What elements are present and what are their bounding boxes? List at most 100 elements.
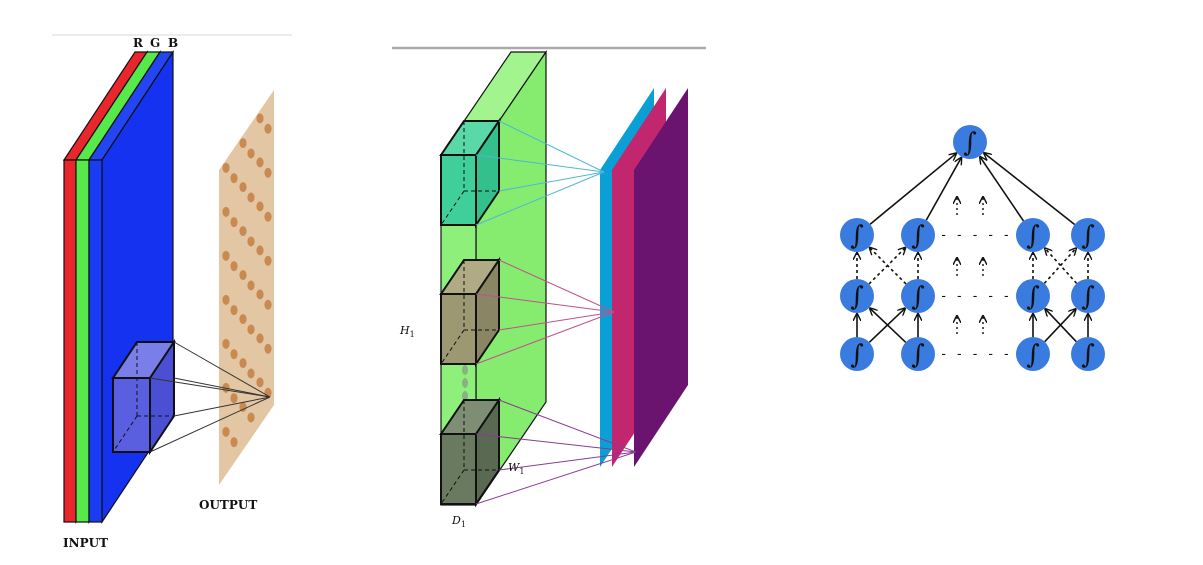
output-dot xyxy=(264,299,272,310)
output-dot xyxy=(264,255,272,266)
output-dot xyxy=(264,167,272,178)
projection-lines-magenta xyxy=(475,259,615,365)
neuron-node: ∫ xyxy=(953,125,987,159)
output-dot xyxy=(230,261,238,272)
output-dot xyxy=(222,294,230,305)
output-dot xyxy=(222,162,230,173)
height-label: H1 xyxy=(399,324,415,339)
output-dot xyxy=(247,236,255,247)
output-dot xyxy=(239,182,247,193)
network-ellipses: - - - - - - - - - - - - - - - xyxy=(940,197,1010,362)
sigmoid-symbol: ∫ xyxy=(963,128,977,158)
depth-label: D1 xyxy=(451,514,466,529)
network-nodes: ∫ ∫ ∫ ∫ ∫ ∫ ∫ ∫ ∫ ∫ ∫ ∫ ∫ xyxy=(840,125,1105,371)
network-connection xyxy=(870,248,907,285)
network-connection xyxy=(1043,248,1076,284)
filter-cube-middle xyxy=(439,256,501,368)
output-dot xyxy=(222,338,230,349)
neuron-node: ∫ xyxy=(840,218,874,252)
sigmoid-symbol: ∫ xyxy=(911,340,925,370)
neural-network-panel: ∫∫∫∫∫∫∫∫∫∫∫∫∫ - - - - -- - - - -- - - - … xyxy=(840,125,1105,371)
network-connection xyxy=(925,158,961,221)
sigmoid-symbol: ∫ xyxy=(1026,282,1040,312)
neuron-node: ∫ xyxy=(1071,218,1105,252)
input-label: INPUT xyxy=(63,536,108,550)
width-label: W1 xyxy=(508,461,524,476)
feature-map-purple xyxy=(634,88,688,467)
output-feature-map xyxy=(219,90,274,485)
output-dot xyxy=(222,206,230,217)
projection-lines xyxy=(149,341,271,453)
horizontal-ellipsis: - - - - - xyxy=(940,228,1010,243)
network-connection xyxy=(870,308,907,343)
neuron-node: ∫ xyxy=(1071,279,1105,313)
sigmoid-symbol: ∫ xyxy=(1081,340,1095,370)
output-label: OUTPUT xyxy=(199,498,257,512)
neuron-node: ∫ xyxy=(1071,337,1105,371)
neuron-node: ∫ xyxy=(1016,337,1050,371)
output-dot xyxy=(230,437,238,448)
output-dot xyxy=(256,333,264,344)
horizontal-ellipsis: - - - - - xyxy=(940,289,1010,304)
vertical-ellipsis xyxy=(462,365,468,401)
sigmoid-symbol: ∫ xyxy=(1081,221,1095,251)
output-dot xyxy=(256,157,264,168)
output-dot-grid xyxy=(222,113,272,448)
output-dot xyxy=(256,377,264,388)
network-connection xyxy=(980,157,1025,222)
neuron-node: ∫ xyxy=(840,337,874,371)
output-dot xyxy=(230,349,238,360)
output-dot xyxy=(264,343,272,354)
network-connection xyxy=(1045,309,1077,343)
output-dot xyxy=(256,201,264,212)
sigmoid-symbol: ∫ xyxy=(1026,340,1040,370)
output-dot xyxy=(247,368,255,379)
output-dot xyxy=(239,138,247,149)
output-dot xyxy=(256,245,264,256)
sigmoid-symbol: ∫ xyxy=(911,221,925,251)
output-dot xyxy=(239,358,247,369)
output-dot xyxy=(264,123,272,134)
channel-label-g: G xyxy=(150,36,160,50)
neuron-node: ∫ xyxy=(901,337,935,371)
projection-lines-purple xyxy=(475,399,637,505)
output-dot xyxy=(247,192,255,203)
neuron-node: ∫ xyxy=(1016,218,1050,252)
sigmoid-symbol: ∫ xyxy=(850,340,864,370)
output-dot xyxy=(222,250,230,261)
sigmoid-symbol: ∫ xyxy=(850,282,864,312)
output-dot xyxy=(247,412,255,423)
channel-label-b: B xyxy=(168,36,178,50)
output-dot xyxy=(230,217,238,228)
network-connection xyxy=(869,153,956,225)
input-output-panel: R G B xyxy=(52,34,292,550)
neuron-node: ∫ xyxy=(1016,279,1050,313)
output-dot xyxy=(222,426,230,437)
output-dot xyxy=(230,393,238,404)
sigmoid-symbol: ∫ xyxy=(911,282,925,312)
horizontal-ellipsis: - - - - - xyxy=(940,347,1010,362)
output-dot xyxy=(230,173,238,184)
output-dot xyxy=(239,402,247,413)
output-dot xyxy=(247,280,255,291)
volume-panel: H1 W1 D1 xyxy=(392,46,706,529)
neuron-node: ∫ xyxy=(901,279,935,313)
output-dot xyxy=(247,324,255,335)
sigmoid-symbol: ∫ xyxy=(850,221,864,251)
output-dot xyxy=(256,113,264,124)
neuron-node: ∫ xyxy=(840,279,874,313)
output-dot xyxy=(247,148,255,159)
output-dot xyxy=(239,226,247,237)
channel-label-r: R xyxy=(133,36,144,50)
sigmoid-symbol: ∫ xyxy=(1081,282,1095,312)
output-dot xyxy=(230,305,238,316)
feature-maps xyxy=(600,88,688,467)
neuron-node: ∫ xyxy=(901,218,935,252)
output-dot xyxy=(256,289,264,300)
network-connection xyxy=(1045,248,1078,284)
output-dot xyxy=(239,314,247,325)
projection-lines-cyan xyxy=(475,120,605,226)
output-dot xyxy=(239,270,247,281)
network-connection xyxy=(984,153,1076,226)
